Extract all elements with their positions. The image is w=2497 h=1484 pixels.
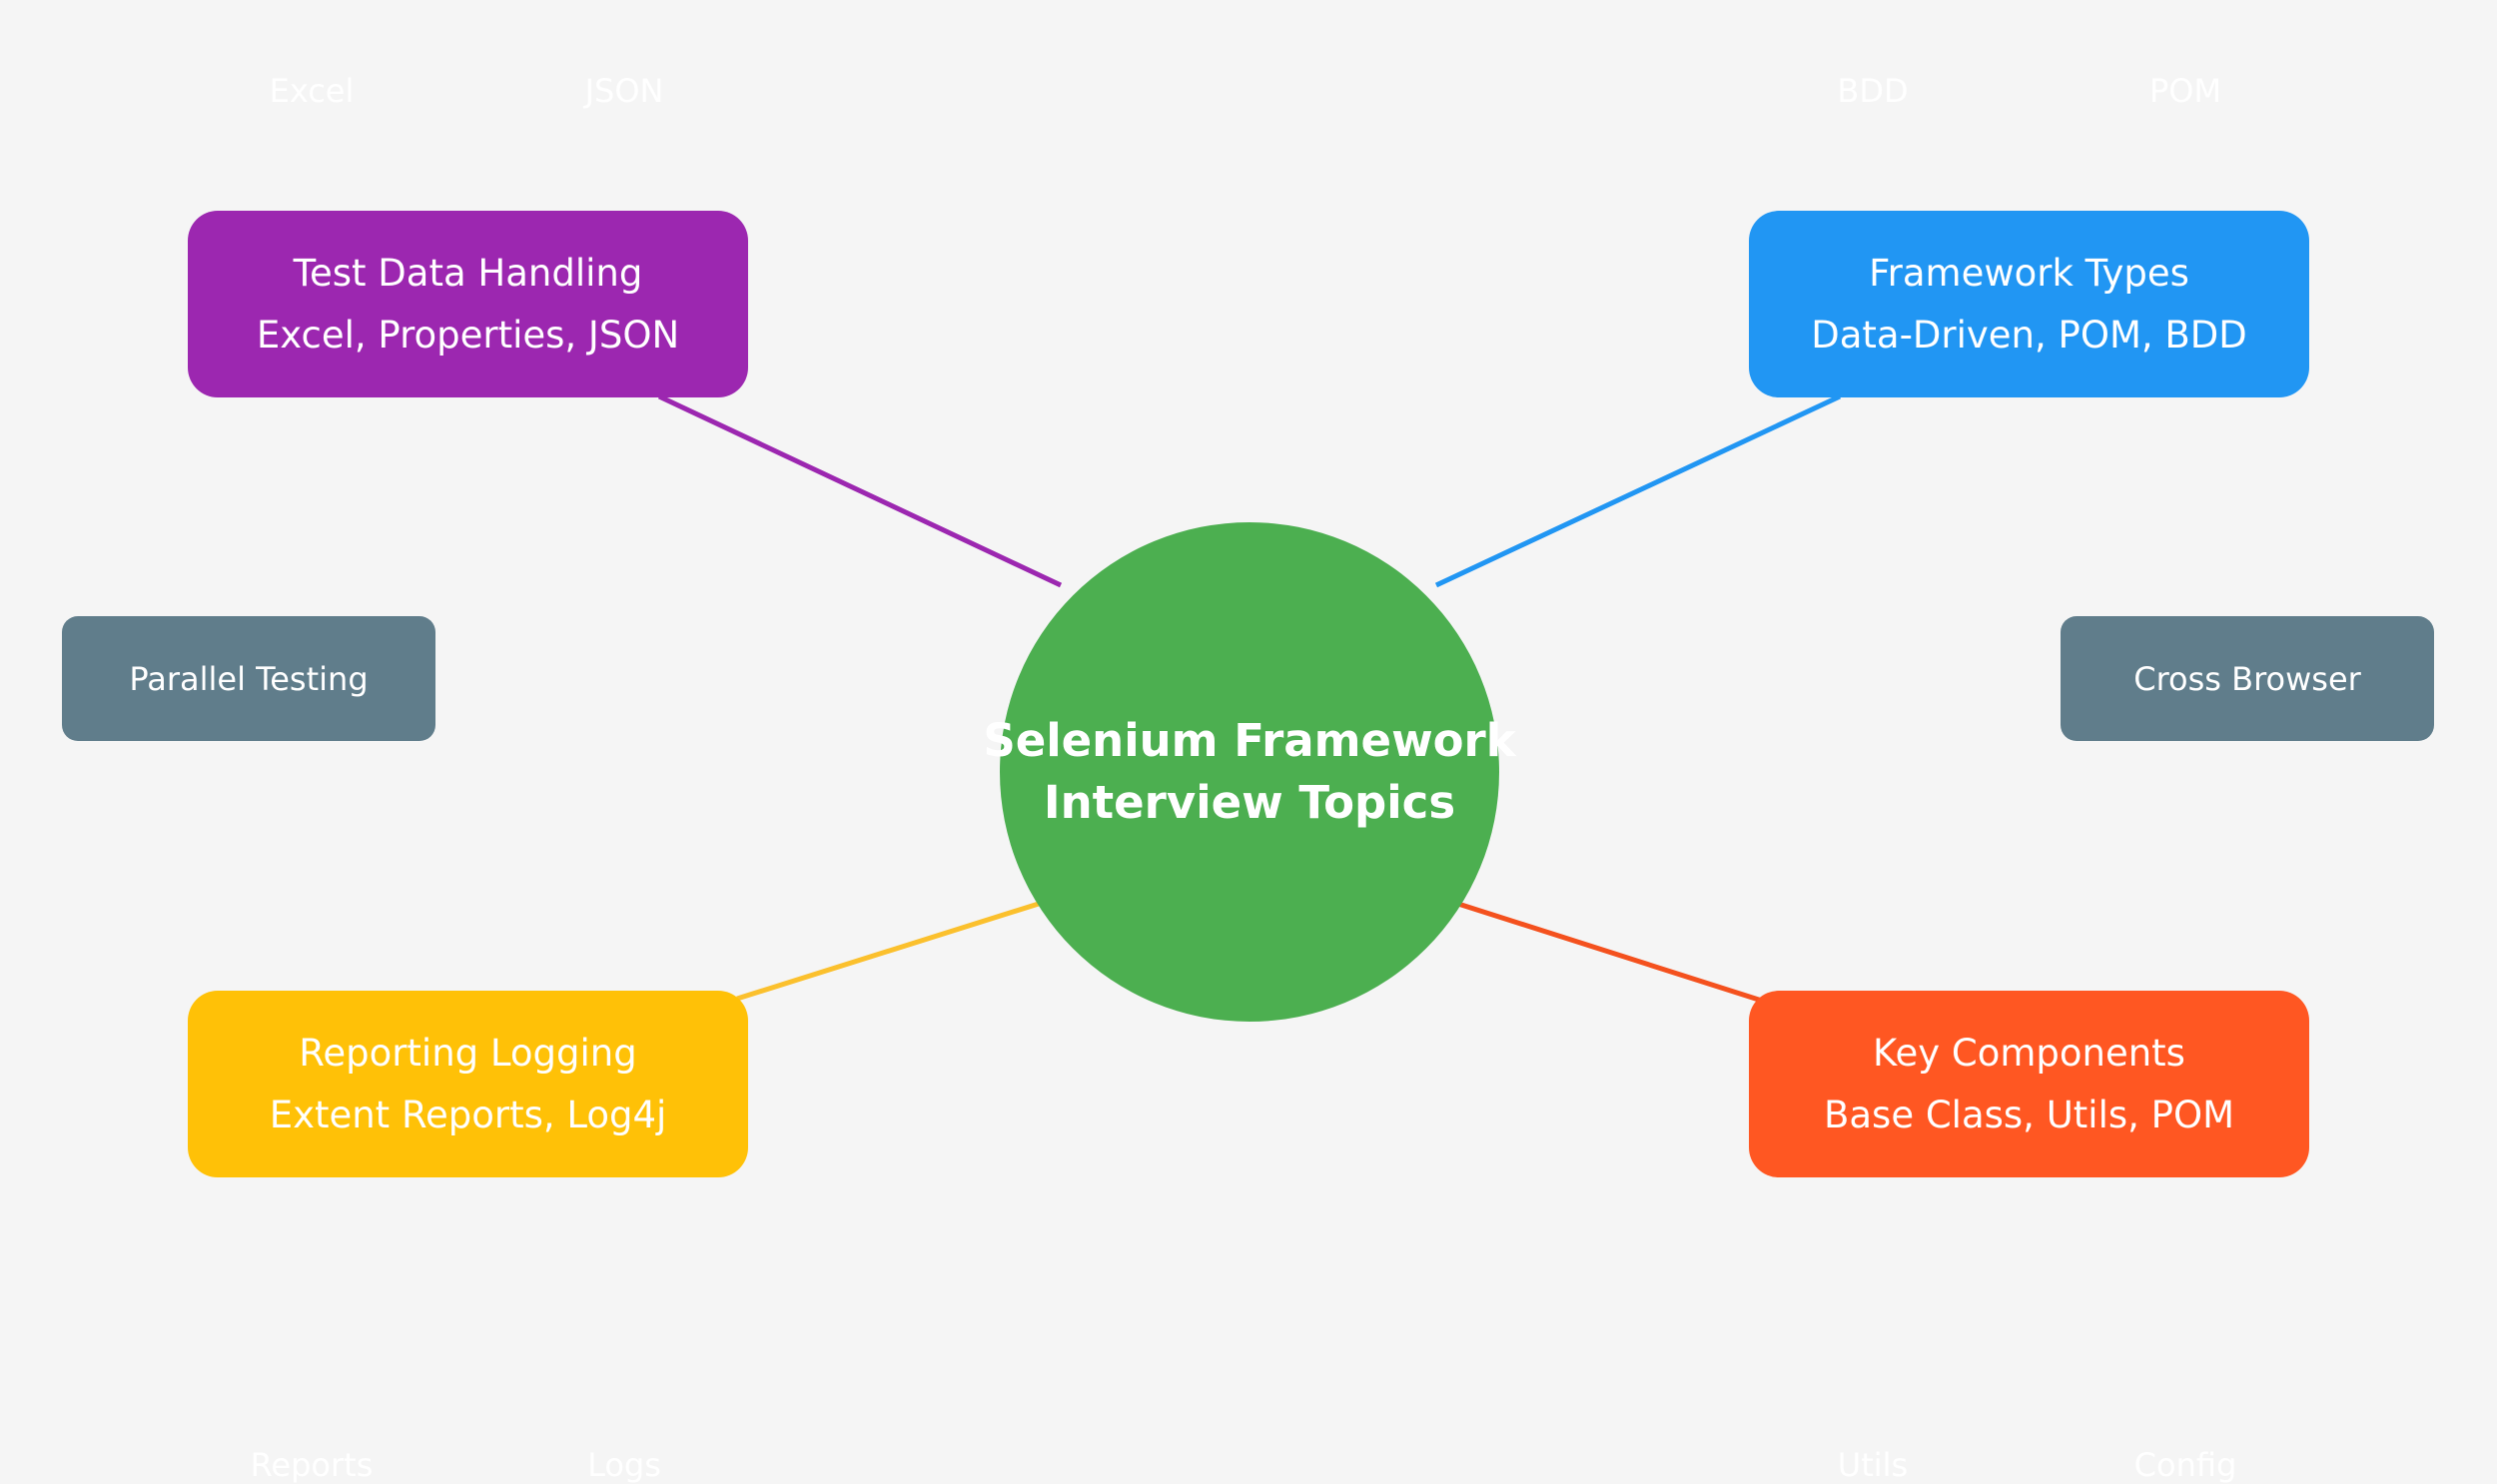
connector-framework-types xyxy=(1434,393,1842,588)
faint-label-json: JSON xyxy=(584,72,664,110)
connector-reporting xyxy=(736,894,1062,1002)
connector-key-components xyxy=(1435,894,1763,1004)
topic-framework-types: Framework Types Data-Driven, POM, BDD xyxy=(1749,211,2309,397)
faint-label-excel: Excel xyxy=(269,72,355,110)
faint-label-utils: Utils xyxy=(1837,1446,1909,1484)
connector-test-data xyxy=(657,393,1063,588)
faint-label-pom: POM xyxy=(2148,72,2222,110)
topic-key-components: Key Components Base Class, Utils, POM xyxy=(1749,991,2309,1177)
topic-subtitle: Base Class, Utils, POM xyxy=(1823,1093,2235,1136)
side-node-cross-browser: Cross Browser xyxy=(2061,616,2434,741)
central-title-line2: Interview Topics xyxy=(1043,776,1456,829)
topic-subtitle: Excel, Properties, JSON xyxy=(256,313,680,357)
faint-label-logs: Logs xyxy=(587,1446,661,1484)
topic-reporting-logging: Reporting Logging Extent Reports, Log4j xyxy=(188,991,748,1177)
topic-test-data-handling: Test Data Handling Excel, Properties, JS… xyxy=(188,211,748,397)
faint-label-reports: Reports xyxy=(250,1446,374,1484)
faint-label-config: Config xyxy=(2133,1446,2237,1484)
topic-title: Reporting Logging xyxy=(299,1031,637,1075)
central-topic-circle: Selenium Framework Interview Topics xyxy=(983,522,1516,1022)
topic-title: Framework Types xyxy=(1869,251,2189,295)
central-title-line1: Selenium Framework xyxy=(983,714,1516,767)
side-node-parallel-testing: Parallel Testing xyxy=(62,616,435,741)
topic-subtitle: Extent Reports, Log4j xyxy=(269,1093,667,1136)
faint-label-bdd: BDD xyxy=(1837,72,1909,110)
topic-title: Test Data Handling xyxy=(293,251,643,295)
topic-title: Key Components xyxy=(1873,1031,2185,1075)
topic-subtitle: Data-Driven, POM, BDD xyxy=(1811,313,2247,357)
